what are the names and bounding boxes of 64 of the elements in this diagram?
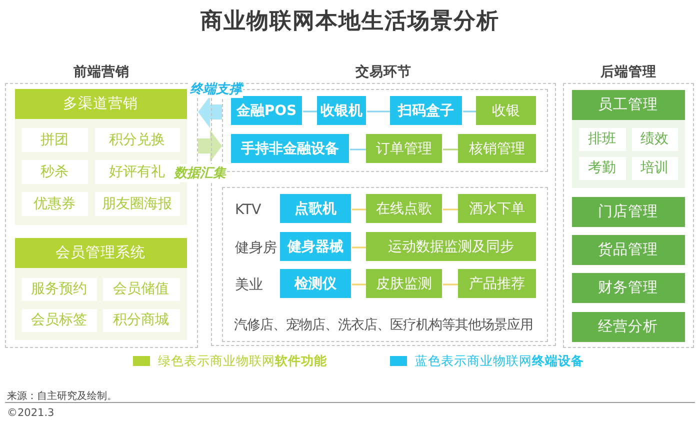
feature-tile: 培训 (632, 156, 678, 180)
connector-line (352, 284, 367, 286)
function-box: 门店管理 (572, 196, 684, 226)
source-note: 来源：自主研究及绘制。 (7, 390, 117, 403)
function-box: 产品推荐 (458, 269, 536, 298)
group-header: 多渠道营销 (14, 88, 186, 118)
connector-line (350, 148, 367, 150)
connector-line (463, 110, 477, 112)
feature-tile: 秒杀 (22, 160, 88, 184)
note-text: 汽修店、宠物店、洗衣店、医疗机构等其他场景应用 (234, 316, 533, 334)
copyright-text: ©2021.3 (7, 407, 54, 419)
connector-line (352, 246, 367, 248)
legend-text: 蓝色表示商业物联网终端设备 (415, 353, 584, 370)
edge-label: 数据汇集 (173, 164, 227, 182)
feature-tile: 优惠券 (22, 192, 88, 216)
group-panel (572, 120, 684, 188)
feature-tile: 朋友圈海报 (94, 192, 180, 216)
feature-tile: 会员标签 (22, 308, 96, 332)
feature-tile: 排班 (578, 128, 626, 150)
arrow (198, 96, 222, 128)
device-box: 检测仪 (280, 269, 351, 298)
dashed-frame (222, 186, 548, 342)
legend-text: 绿色表示商业物联网软件功能 (158, 353, 327, 370)
edge-label: 终端支撑 (189, 80, 243, 98)
connector-line (303, 110, 318, 112)
feature-tile: 绩效 (632, 128, 678, 150)
group-panel (14, 268, 186, 340)
group-header: 员工管理 (572, 90, 684, 120)
feature-tile: 积分商城 (102, 308, 180, 332)
page-title: 商业物联网本地生活场景分析 (200, 8, 500, 36)
feature-tile: 积分兑换 (94, 128, 180, 152)
feature-tile: 服务预约 (22, 278, 96, 300)
section-heading: 前端营销 (74, 63, 130, 81)
connector-line (443, 208, 459, 210)
feature-tile: 会员储值 (102, 278, 180, 300)
feature-tile: 考勤 (578, 156, 626, 180)
function-box: 收银 (476, 96, 536, 125)
feature-tile: 拼团 (22, 128, 88, 152)
row-label: KTV (235, 202, 262, 218)
section-heading: 交易环节 (356, 63, 412, 81)
device-box: 手持非金融设备 (231, 134, 349, 163)
connector-line (367, 110, 391, 112)
function-box: 财务管理 (572, 272, 684, 302)
device-box: 健身器械 (280, 232, 351, 261)
function-box: 货品管理 (572, 234, 684, 264)
function-box: 在线点歌 (366, 194, 442, 223)
connector-line (443, 284, 459, 286)
function-box: 经营分析 (572, 312, 684, 342)
device-box: 金融POS (231, 96, 302, 125)
function-box: 酒水下单 (458, 194, 536, 223)
row-label: 美业 (235, 276, 263, 294)
arrow (198, 130, 222, 162)
function-box: 皮肤监测 (366, 269, 442, 298)
device-box: 收银机 (317, 96, 366, 125)
function-box: 运动数据监测及同步 (366, 232, 536, 261)
device-box: 点歌机 (280, 194, 351, 223)
connector-line (443, 148, 459, 150)
group-header: 会员管理系统 (14, 238, 186, 268)
device-box: 扫码盒子 (390, 96, 462, 125)
function-box: 核销管理 (458, 134, 536, 163)
row-label: 健身房 (235, 239, 277, 257)
connector-line (352, 208, 367, 210)
function-box: 订单管理 (366, 134, 442, 163)
section-heading: 后端管理 (600, 63, 656, 81)
